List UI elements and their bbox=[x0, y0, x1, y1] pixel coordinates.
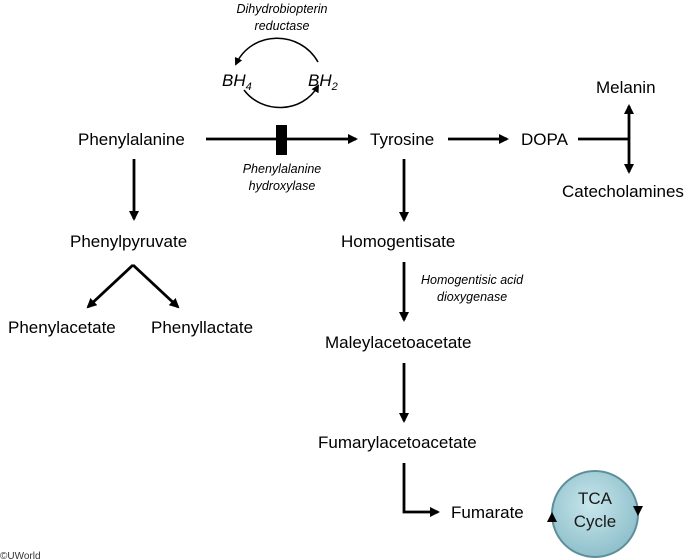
reductase-label-line2: reductase bbox=[255, 19, 310, 33]
tca-cycle: TCA Cycle bbox=[547, 470, 643, 558]
node-dopa: DOPA bbox=[521, 130, 569, 149]
reductase-label-line1: Dihydrobiopterin bbox=[236, 2, 327, 16]
arrow-to-phenylacetate bbox=[86, 263, 134, 309]
node-melanin: Melanin bbox=[596, 78, 656, 97]
node-phenyllactate: Phenyllactate bbox=[151, 318, 253, 337]
node-maleylacetoacetate: Maleylacetoacetate bbox=[325, 333, 471, 352]
node-fumarate: Fumarate bbox=[451, 503, 524, 522]
hgd-label-line2: dioxygenase bbox=[437, 290, 507, 304]
tca-label-line2: Cycle bbox=[574, 512, 617, 531]
hgd-label-line1: Homogentisic acid bbox=[421, 273, 524, 287]
cycle-arrow-top bbox=[234, 37, 319, 66]
watermark: ©UWorld bbox=[0, 551, 41, 560]
tca-arrowhead-left bbox=[547, 512, 557, 522]
tca-label-line1: TCA bbox=[578, 489, 613, 508]
arrow-to-fumarate bbox=[402, 463, 440, 517]
node-catecholamines: Catecholamines bbox=[562, 182, 684, 201]
node-phenylpyruvate: Phenylpyruvate bbox=[70, 232, 187, 251]
node-phenylalanine: Phenylalanine bbox=[78, 130, 185, 149]
node-homogentisate: Homogentisate bbox=[341, 232, 455, 251]
pah-label-line2: hydroxylase bbox=[249, 179, 316, 193]
node-fumarylacetoacetate: Fumarylacetoacetate bbox=[318, 433, 477, 452]
pah-label-line1: Phenylalanine bbox=[243, 162, 322, 176]
node-phenylacetate: Phenylacetate bbox=[8, 318, 116, 337]
enzyme-block-bar bbox=[276, 125, 287, 155]
tca-arrowhead-right bbox=[633, 506, 643, 516]
bh4-label: BH4 bbox=[222, 71, 252, 93]
arrow-to-phenyllactate bbox=[132, 263, 180, 309]
node-tyrosine: Tyrosine bbox=[370, 130, 434, 149]
cycle-arrow-bottom bbox=[243, 84, 319, 109]
bh2-label: BH2 bbox=[308, 71, 338, 93]
